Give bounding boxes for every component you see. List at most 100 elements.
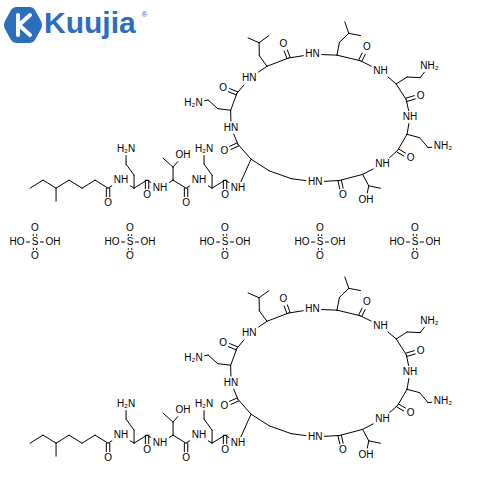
- bond-line: [204, 164, 212, 175]
- atom-label: NH: [113, 430, 128, 440]
- bond-line: [187, 443, 188, 452]
- atom-label: OH: [425, 237, 441, 247]
- bond-line: [413, 249, 414, 250]
- atom-label: NH₂: [433, 141, 452, 151]
- bond-line: [234, 134, 238, 144]
- bond-line: [43, 435, 56, 443]
- bond-line: [218, 364, 231, 366]
- atom-label: H₂N: [194, 144, 213, 154]
- bond-line: [291, 434, 306, 436]
- bond-line: [230, 398, 238, 402]
- bond-line: [396, 77, 407, 84]
- bond-line: [407, 354, 415, 357]
- bond-line: [225, 180, 229, 182]
- bond-line: [69, 180, 82, 188]
- bond-line: [284, 51, 287, 59]
- bond-line: [237, 85, 244, 94]
- bond-line: [337, 55, 360, 61]
- atom-label: HO: [389, 237, 405, 247]
- atom-label: O: [182, 453, 191, 463]
- bond-line: [126, 156, 127, 165]
- atom-label: S: [316, 237, 324, 247]
- bond-line: [248, 293, 259, 298]
- bond-line: [56, 188, 57, 201]
- atom-label: O: [411, 251, 420, 261]
- bond-line: [128, 235, 129, 236]
- atom-label: NH: [375, 414, 390, 424]
- bond-line: [241, 159, 251, 182]
- bond-line: [208, 186, 212, 188]
- bond-line: [169, 180, 173, 182]
- bond-line: [428, 147, 432, 148]
- bond-line: [126, 164, 134, 175]
- bond-line: [40, 242, 43, 243]
- bond-line: [359, 308, 362, 315]
- atom-label: O: [219, 338, 228, 348]
- bond-line: [173, 167, 174, 180]
- bond-line: [407, 242, 410, 243]
- bond-line: [349, 288, 361, 290]
- bond-line: [369, 186, 381, 188]
- bond-line: [69, 435, 82, 443]
- atom-label: O: [104, 453, 113, 463]
- bond-line: [173, 180, 186, 188]
- atom-label: O: [182, 198, 191, 208]
- atom-label: H₂N: [116, 399, 135, 409]
- bond-line: [337, 310, 360, 316]
- atom-label: S: [126, 237, 134, 247]
- bond-line: [226, 249, 227, 250]
- atom-label: OH: [358, 450, 374, 460]
- bond-line: [396, 84, 406, 100]
- bond-line: [108, 441, 112, 443]
- bond-line: [145, 435, 146, 444]
- bond-line: [259, 36, 269, 43]
- bond-line: [128, 249, 129, 250]
- bond-line: [267, 313, 289, 321]
- bond-line: [259, 311, 267, 322]
- atom-label: O: [31, 223, 40, 233]
- bond-line: [230, 110, 231, 121]
- atom-label: NH: [191, 175, 206, 185]
- bond-line: [363, 429, 369, 440]
- bond-line: [36, 235, 37, 236]
- bond-line: [289, 56, 304, 58]
- atom-label: O: [416, 346, 425, 356]
- bond-line: [406, 100, 408, 111]
- bond-line: [130, 186, 134, 188]
- atom-label: O: [406, 153, 415, 163]
- atom-label: O: [221, 251, 230, 261]
- bond-line: [241, 414, 251, 437]
- bond-line: [398, 134, 407, 150]
- bond-line: [237, 340, 244, 349]
- bond-line: [267, 58, 289, 66]
- bond-line: [30, 435, 43, 443]
- bond-line: [228, 92, 236, 95]
- bond-line: [108, 186, 112, 188]
- bond-line: [390, 150, 398, 157]
- bond-line: [269, 426, 291, 434]
- bond-line: [251, 414, 269, 426]
- bond-line: [338, 436, 340, 444]
- atom-label: O: [279, 294, 288, 304]
- bond-line: [428, 402, 432, 403]
- bond-line: [134, 430, 135, 443]
- bond-line: [33, 235, 34, 236]
- atom-label: O: [416, 91, 425, 101]
- bond-line: [322, 54, 337, 56]
- bond-line: [184, 188, 185, 197]
- atom-label: HN: [223, 123, 238, 133]
- atom-label: O: [221, 445, 230, 455]
- logo-mark: [18, 15, 30, 35]
- bond-line: [363, 424, 374, 429]
- bond-line: [231, 401, 239, 405]
- bond-line: [208, 355, 218, 364]
- atom-label: NH: [152, 438, 167, 448]
- atom-label: HN: [223, 378, 238, 388]
- atom-label: OH: [175, 405, 191, 415]
- atom-label: NH: [113, 175, 128, 185]
- bond-line: [259, 298, 260, 311]
- bond-line: [337, 297, 339, 310]
- bond-line: [318, 235, 319, 236]
- bond-line: [396, 339, 406, 355]
